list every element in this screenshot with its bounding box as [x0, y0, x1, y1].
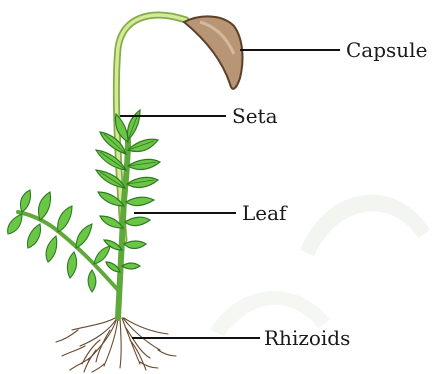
label-leaf: Leaf: [242, 201, 288, 225]
side-branch-leaves: [8, 190, 110, 292]
rhizoids: [56, 318, 176, 372]
label-rhizoids: Rhizoids: [264, 326, 350, 350]
capsule-shape: [184, 16, 242, 88]
leader-lines: [120, 50, 340, 338]
label-seta: Seta: [232, 104, 278, 128]
seta-stalk: [116, 15, 186, 240]
label-capsule: Capsule: [346, 38, 427, 62]
